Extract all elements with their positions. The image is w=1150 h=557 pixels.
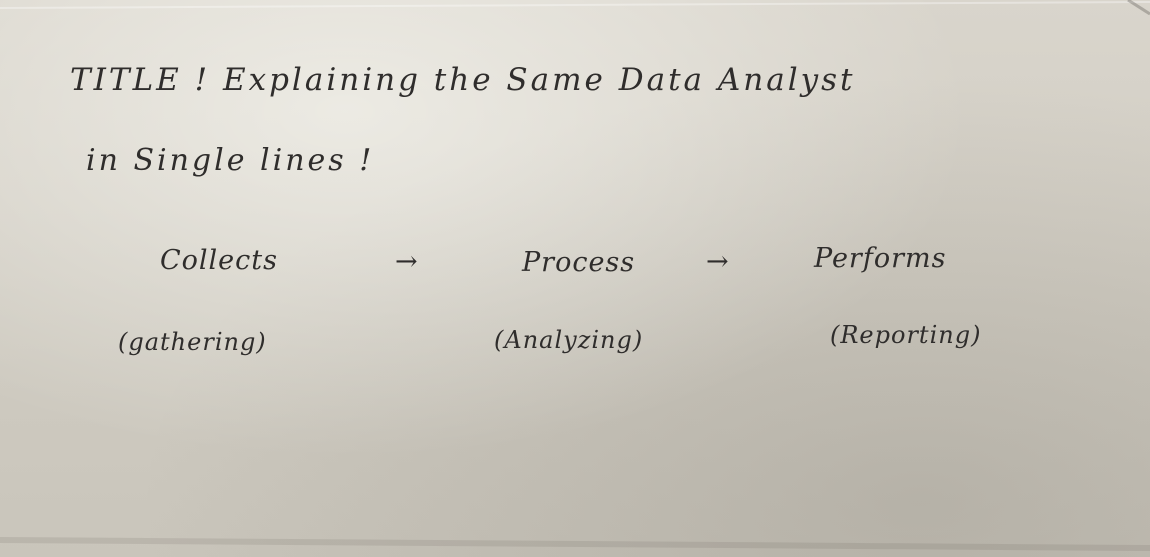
note-title: TITLE ! Explaining the Same Data Analyst <box>70 62 856 98</box>
step-collects-detail: (gathering) <box>118 328 267 356</box>
step-performs-detail: (Reporting) <box>830 321 982 349</box>
arrow-right-icon: → <box>706 246 730 277</box>
step-process-label: Process <box>522 247 636 278</box>
step-collects-label: Collects <box>160 245 278 276</box>
note-title-continued: in Single lines ! <box>86 143 375 178</box>
step-performs-label: Performs <box>814 243 947 274</box>
arrow-right-icon: → <box>395 246 419 277</box>
step-process-detail: (Analyzing) <box>494 326 644 354</box>
